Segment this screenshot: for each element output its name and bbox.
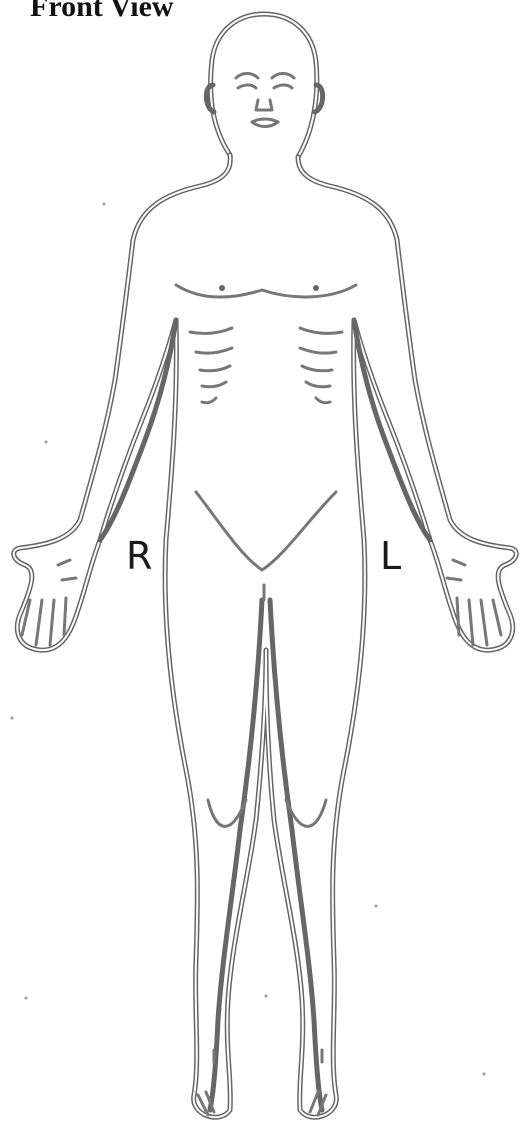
ribs <box>190 328 342 403</box>
left-side-label: L <box>380 534 401 578</box>
chest-line <box>176 285 356 297</box>
speck <box>483 1073 486 1076</box>
pelvis-line <box>196 492 336 570</box>
inner-leg-right <box>210 600 262 1110</box>
body-silhouette <box>14 14 517 1117</box>
speck <box>103 203 106 206</box>
speck <box>45 441 48 444</box>
right-side-label: R <box>126 534 152 578</box>
speck <box>11 717 14 720</box>
right-nipple <box>219 285 225 291</box>
left-nipple <box>313 285 319 291</box>
head-outline <box>211 14 317 157</box>
outer-body-outline <box>14 155 517 1117</box>
speck <box>265 995 268 998</box>
speck <box>375 905 378 908</box>
speck <box>25 997 28 1000</box>
left-hand-fingers <box>447 560 501 645</box>
face <box>236 74 294 127</box>
